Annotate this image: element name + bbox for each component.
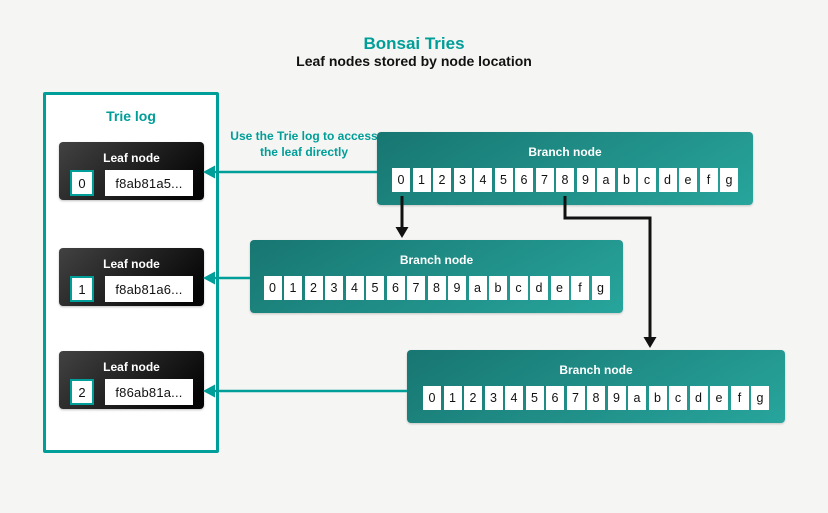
trie-log-panel: Trie log Leaf node 0 f8ab81a5... Leaf no… xyxy=(43,92,219,453)
branch-cell: 7 xyxy=(566,386,585,410)
branch-cell: b xyxy=(617,168,636,192)
arrowhead-branch1 xyxy=(395,227,409,238)
branch-cell: 3 xyxy=(325,276,343,300)
branch-cell: 2 xyxy=(464,386,482,410)
branch-cell: 2 xyxy=(304,276,323,300)
leaf-index-cell: 1 xyxy=(70,276,94,302)
branch-cell: 5 xyxy=(525,386,544,410)
branch-cell: a xyxy=(628,386,646,410)
branch-cell: 8 xyxy=(587,386,605,410)
branch-cell: 4 xyxy=(474,168,492,192)
branch-cell: b xyxy=(648,386,667,410)
branch-cell: e xyxy=(710,386,728,410)
leaf-hash-value: f8ab81a6... xyxy=(105,276,193,302)
branch-cell: f xyxy=(730,386,749,410)
branch-cell: e xyxy=(550,276,569,300)
leaf-hash-value: f86ab81a... xyxy=(105,379,193,405)
branch-cell: 1 xyxy=(443,386,462,410)
branch-cell: 4 xyxy=(345,276,364,300)
leaf-index-cell: 2 xyxy=(70,379,94,405)
branch-cell: 7 xyxy=(407,276,425,300)
branch-cell: 0 xyxy=(392,168,410,192)
leaf-node-row: 2 f86ab81a... xyxy=(59,379,204,405)
branch-cell: d xyxy=(530,276,548,300)
branch-cell: 7 xyxy=(535,168,554,192)
trie-log-title: Trie log xyxy=(106,108,156,124)
leaf-node-2: Leaf node 2 f86ab81a... xyxy=(59,351,204,409)
branch-cell: 6 xyxy=(386,276,405,300)
branch-cell: b xyxy=(489,276,507,300)
trie-log-annotation: Use the Trie log to access the leaf dire… xyxy=(230,129,378,159)
branch-cell: 8 xyxy=(427,276,446,300)
branch-cell: 0 xyxy=(423,386,441,410)
branch-cell: a xyxy=(468,276,487,300)
branch-cell: 6 xyxy=(515,168,533,192)
branch-cell: d xyxy=(658,168,677,192)
page-subtitle: Leaf nodes stored by node location xyxy=(296,53,532,69)
branch-cell: 5 xyxy=(494,168,513,192)
branch-cell: e xyxy=(679,168,697,192)
branch-cell: 1 xyxy=(412,168,431,192)
branch-cell: g xyxy=(751,386,769,410)
branch-cell: 8 xyxy=(556,168,574,192)
branch-cell: 5 xyxy=(366,276,384,300)
branch-node-title: Branch node xyxy=(528,145,602,159)
leaf-hash-value: f8ab81a5... xyxy=(105,170,193,196)
leaf-node-row: 0 f8ab81a5... xyxy=(59,170,204,196)
branch-cell: c xyxy=(509,276,528,300)
branch-cell: f xyxy=(699,168,718,192)
leaf-node-title: Leaf node xyxy=(103,257,160,271)
branch-node-title: Branch node xyxy=(399,253,474,267)
page-title: Bonsai Tries xyxy=(363,34,465,53)
leaf-index-cell: 0 xyxy=(70,170,94,196)
branch-cell: 0 xyxy=(263,276,282,300)
branch-cell: c xyxy=(669,386,687,410)
branch-cell: 2 xyxy=(433,168,451,192)
branch-cell: 1 xyxy=(284,276,302,300)
branch-cell: 9 xyxy=(448,276,466,300)
branch-cell: 9 xyxy=(607,386,626,410)
leaf-node-title: Leaf node xyxy=(103,360,160,374)
branch-cell: c xyxy=(638,168,656,192)
arrowhead-branch2 xyxy=(643,337,657,348)
leaf-node-row: 1 f8ab81a6... xyxy=(59,276,204,302)
branch-cell: 9 xyxy=(576,168,595,192)
leaf-node-0: Leaf node 0 f8ab81a5... xyxy=(59,142,204,200)
branch-cell: g xyxy=(720,168,738,192)
leaf-node-title: Leaf node xyxy=(103,151,160,165)
branch-cell: f xyxy=(571,276,589,300)
branch-cell: 3 xyxy=(484,386,503,410)
branch-cell: 6 xyxy=(546,386,564,410)
leaf-node-1: Leaf node 1 f8ab81a6... xyxy=(59,248,204,306)
branch-cell: 4 xyxy=(505,386,523,410)
branch-node-title: Branch node xyxy=(559,363,633,377)
branch-cell: d xyxy=(689,386,708,410)
branch-cell: 3 xyxy=(453,168,472,192)
branch-cell: a xyxy=(597,168,615,192)
branch-cell: g xyxy=(591,276,610,300)
